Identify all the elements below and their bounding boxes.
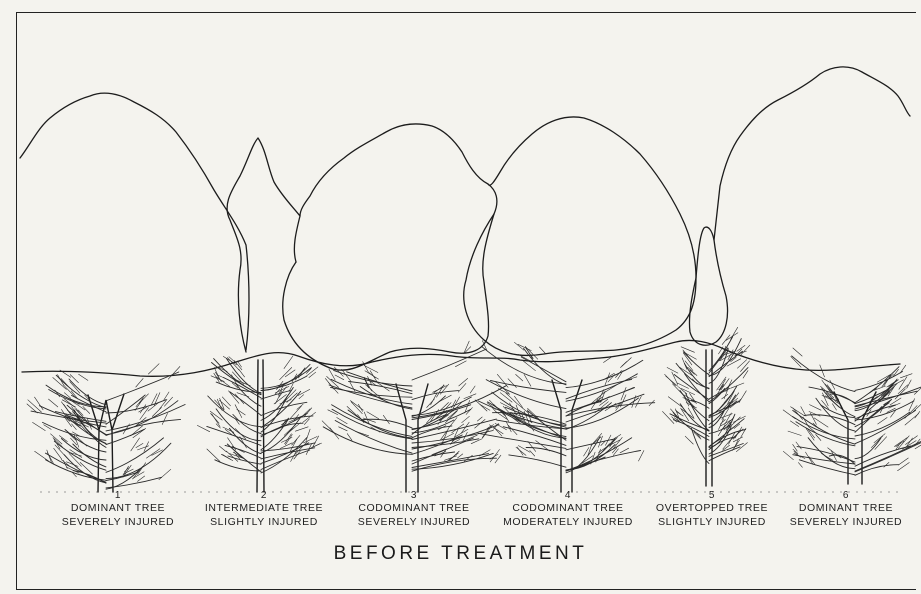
crown-4 — [464, 117, 696, 356]
tree-label-4: 4 CODOMINANT TREE MODERATELY INJURED — [498, 491, 638, 529]
tree-injury-2: SLIGHTLY INJURED — [210, 516, 318, 528]
tree-label-5: 5 OVERTOPPED TREE SLIGHTLY INJURED — [642, 491, 782, 529]
tree-label-3: 3 CODOMINANT TREE SEVERELY INJURED — [344, 491, 484, 529]
crown-6 — [714, 67, 910, 240]
tree-number-1: 1 — [48, 491, 188, 501]
tree-number-3: 3 — [344, 491, 484, 501]
tree-label-1: 1 DOMINANT TREE SEVERELY INJURED — [48, 491, 188, 529]
branches-tree-2 — [197, 356, 321, 473]
tree-label-6: 6 DOMINANT TREE SEVERELY INJURED — [776, 491, 916, 529]
crown-2 — [227, 138, 300, 352]
tree-class-1: DOMINANT TREE — [71, 502, 165, 514]
crown-1 — [20, 93, 249, 350]
crown-3 — [283, 124, 497, 370]
tree-number-2: 2 — [194, 491, 334, 501]
tree-injury-3: SEVERELY INJURED — [358, 516, 471, 528]
tree-number-5: 5 — [642, 491, 782, 501]
figure-caption: BEFORE TREATMENT — [0, 543, 921, 565]
branches-tree-1 — [27, 364, 185, 490]
tree-injury-4: MODERATELY INJURED — [503, 516, 633, 528]
tree-class-6: DOMINANT TREE — [799, 502, 893, 514]
tree-number-6: 6 — [776, 491, 916, 501]
tree-class-3: CODOMINANT TREE — [358, 502, 469, 514]
tree-injury-1: SEVERELY INJURED — [62, 516, 175, 528]
tree-injury-6: SEVERELY INJURED — [790, 516, 903, 528]
understory-edge — [22, 340, 900, 376]
tree-label-2: 2 INTERMEDIATE TREE SLIGHTLY INJURED — [194, 491, 334, 529]
branches-tree-3 — [322, 341, 506, 471]
tree-injury-5: SLIGHTLY INJURED — [658, 516, 766, 528]
branches-tree-6 — [783, 348, 921, 475]
tree-class-5: OVERTOPPED TREE — [656, 502, 768, 514]
tree-number-4: 4 — [498, 491, 638, 501]
tree-class-2: INTERMEDIATE TREE — [205, 502, 323, 514]
tree-class-4: CODOMINANT TREE — [512, 502, 623, 514]
